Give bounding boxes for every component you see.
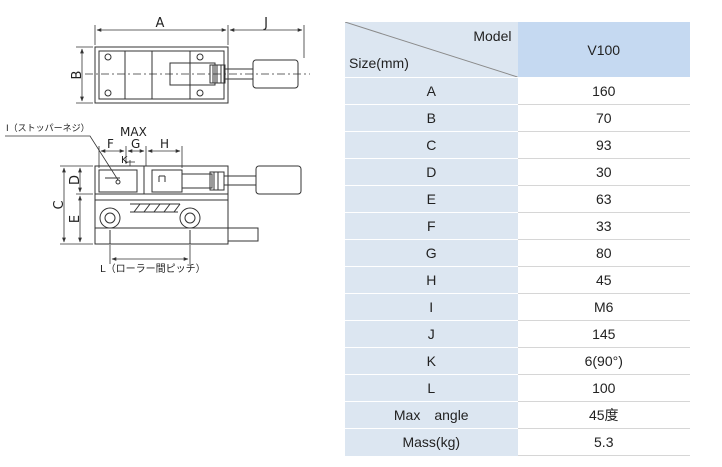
row-label: A: [345, 77, 518, 105]
dim-K-label: K: [121, 155, 128, 166]
row-label: F: [345, 212, 518, 240]
dim-H-label: H: [160, 137, 169, 151]
row-value: 63: [517, 185, 690, 213]
side-view: [94, 165, 302, 245]
dim-lines-top: [76, 25, 305, 104]
dim-J-label: J: [263, 16, 268, 31]
row-label: D: [345, 158, 518, 186]
row-value: 93: [517, 131, 690, 159]
row-label: I: [345, 293, 518, 321]
row-value: 45: [517, 266, 690, 294]
row-value: 70: [517, 104, 690, 132]
dim-C-label: C: [52, 200, 67, 209]
row-label: E: [345, 185, 518, 213]
row-value: 80: [517, 239, 690, 267]
row-label: K: [345, 347, 518, 375]
row-value: 100: [517, 374, 690, 402]
top-view: [85, 46, 310, 104]
header-model-value: V100: [517, 21, 690, 78]
row-value: M6: [517, 293, 690, 321]
row-label: Max angle: [345, 401, 518, 429]
max-label: MAX: [120, 125, 147, 139]
header-model-label: Model: [473, 28, 512, 44]
vise-technical-drawing: A J B: [5, 16, 310, 275]
dim-F-label: F: [107, 137, 114, 151]
dim-lines-side: [5, 135, 191, 264]
row-label: Mass(kg): [345, 428, 518, 456]
header-size-label: Size(mm): [349, 55, 409, 71]
stopper-label: I（ストッパーネジ）: [6, 123, 90, 134]
row-value: 45度: [517, 401, 690, 429]
roller-label: L（ローラー間ピッチ）: [100, 263, 206, 275]
row-label: H: [345, 266, 518, 294]
header-diagonal: [345, 22, 518, 77]
dim-B-label: B: [70, 71, 85, 80]
dim-E-label: E: [68, 215, 83, 223]
dim-D-label: D: [68, 175, 83, 185]
row-value: 6(90°): [517, 347, 690, 375]
row-value: 160: [517, 77, 690, 105]
dim-A-label: A: [156, 16, 165, 31]
table-header-row: Model Size(mm) V100: [345, 21, 690, 78]
row-label: J: [345, 320, 518, 348]
dim-G-label: G: [131, 137, 140, 151]
row-label: G: [345, 239, 518, 267]
row-value: 30: [517, 158, 690, 186]
row-label: L: [345, 374, 518, 402]
header-corner-cell: Model Size(mm): [345, 21, 518, 78]
row-label: B: [345, 104, 518, 132]
row-label: C: [345, 131, 518, 159]
row-value: 145: [517, 320, 690, 348]
row-value: 33: [517, 212, 690, 240]
row-value: 5.3: [517, 428, 690, 456]
table-row: Mass(kg)5.3: [345, 428, 690, 456]
